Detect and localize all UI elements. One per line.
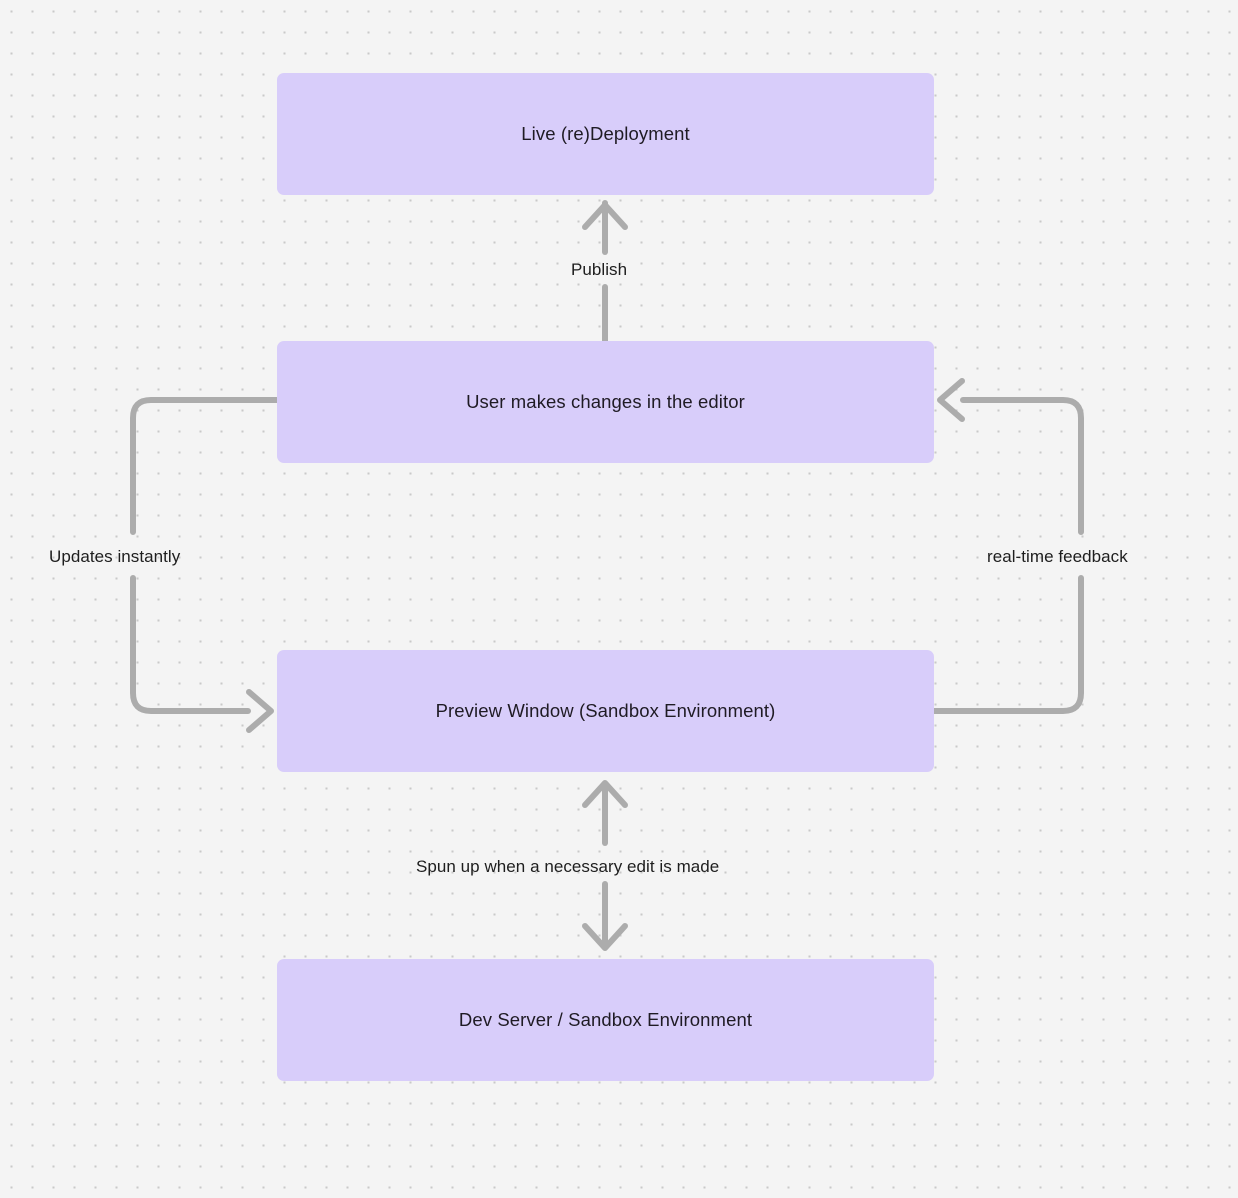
node-live-deployment[interactable]: Live (re)Deployment <box>277 73 934 195</box>
node-label: User makes changes in the editor <box>466 391 745 413</box>
arrowhead-up-icon <box>582 202 628 230</box>
arrowhead-down-icon <box>582 923 628 951</box>
edge-real-time-feedback <box>931 378 1084 714</box>
node-dev-server[interactable]: Dev Server / Sandbox Environment <box>277 959 934 1081</box>
edge-label-updates-instantly[interactable]: Updates instantly <box>49 547 181 566</box>
edge-label-publish[interactable]: Publish <box>571 260 628 279</box>
edge-label-real-time-feedback[interactable]: real-time feedback <box>987 547 1128 566</box>
edge-label-spun-up[interactable]: Spun up when a necessary edit is made <box>416 857 720 876</box>
node-label: Dev Server / Sandbox Environment <box>458 1009 753 1031</box>
edge-updates-lower-segment <box>130 575 251 714</box>
edge-updates-upper-segment <box>130 397 280 535</box>
edge-feedback-upper-segment <box>960 397 1084 535</box>
edge-feedback-lower-segment <box>931 575 1084 714</box>
arrowhead-up-icon <box>582 780 628 808</box>
node-user-changes[interactable]: User makes changes in the editor <box>277 341 934 463</box>
arrowhead-left-icon <box>937 378 965 422</box>
node-label: Live (re)Deployment <box>521 123 690 145</box>
arrowhead-right-icon <box>246 689 274 733</box>
node-label: Preview Window (Sandbox Environment) <box>435 700 776 722</box>
node-preview-window[interactable]: Preview Window (Sandbox Environment) <box>277 650 934 772</box>
